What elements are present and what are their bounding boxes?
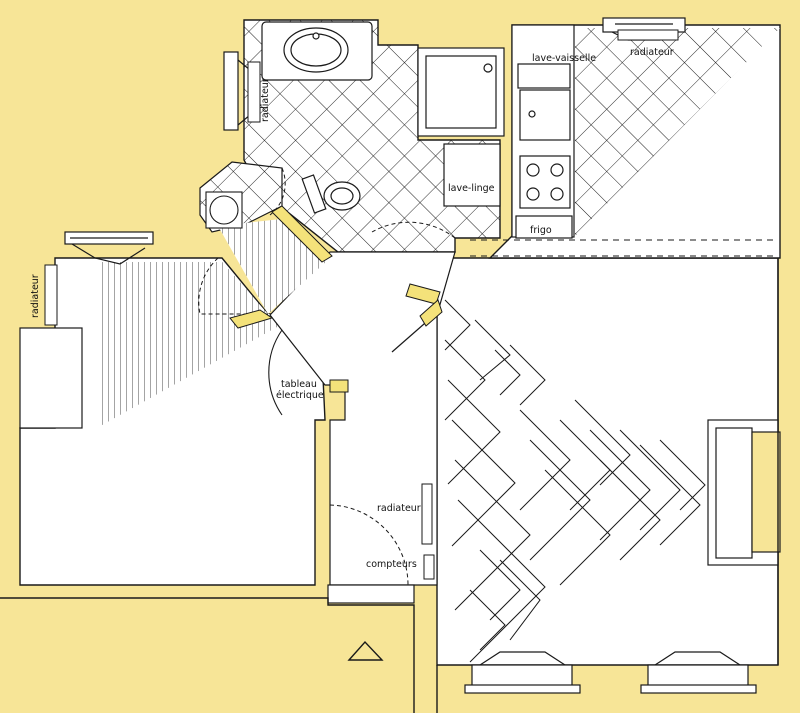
shower: [417, 47, 505, 137]
door-bedroom-swing: [198, 257, 268, 315]
meters-box: [423, 554, 435, 580]
wc-bidet: [205, 191, 243, 229]
bedroom-alcove: [19, 327, 83, 429]
fireplace: [707, 419, 781, 566]
label-tableau-line1: tableau: [281, 379, 317, 390]
label-radiateur-left: radiateur: [30, 274, 41, 318]
label-radiateur-kitchen: radiateur: [630, 47, 674, 58]
entrance-floor: [327, 584, 415, 604]
door-hall-swing: [268, 329, 283, 416]
radiator-bathroom: [247, 61, 261, 123]
label-frigo: frigo: [530, 225, 552, 236]
radiator-bedroom: [44, 264, 58, 326]
chevron-parquet: [444, 299, 706, 663]
label-compteurs: compteurs: [366, 559, 417, 570]
label-tableau-line2: électrique: [276, 390, 324, 401]
bedroom-planks: [98, 262, 300, 425]
label-lave-vaisselle: lave-vaisselle: [532, 53, 596, 64]
washbasin: [261, 21, 373, 81]
window-living-1: [464, 651, 581, 694]
washing-machine: [443, 143, 501, 207]
north-marker-icon: [347, 640, 384, 661]
radiator-hall: [421, 483, 433, 545]
door-bathroom-swing: [371, 221, 456, 239]
window-living-2: [640, 651, 757, 694]
outer-walls: [0, 258, 779, 713]
radiator-kitchen: [617, 29, 679, 41]
door-entrance-swing: [329, 504, 409, 586]
label-lave-linge: lave-linge: [448, 183, 495, 194]
wall-highlights: [229, 205, 443, 393]
fridge: [515, 215, 573, 239]
label-radiateur-bath: radiateur: [260, 78, 271, 122]
label-radiateur-hall: radiateur: [377, 503, 421, 514]
window-bedroom: [64, 231, 154, 265]
stove: [519, 155, 571, 209]
toilet: [301, 174, 361, 214]
